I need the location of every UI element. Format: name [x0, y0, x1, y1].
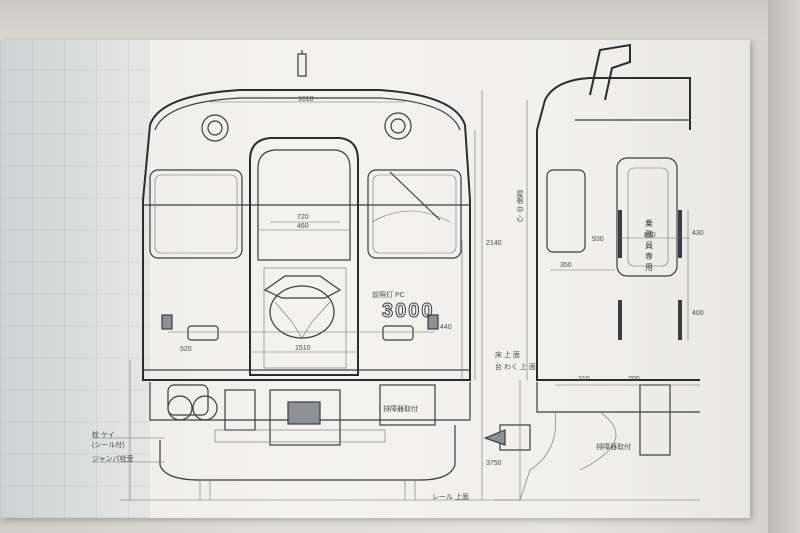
dim-height-right: 2140 — [486, 240, 502, 247]
coupler-hose-left — [167, 395, 193, 421]
dim-lamp-span: 520 — [180, 346, 192, 353]
dim-side-400: 400 — [692, 310, 704, 317]
side-body — [536, 99, 700, 381]
skirt-outline — [159, 425, 456, 481]
coupler — [269, 389, 341, 446]
dim-top-width: 1618 — [298, 96, 314, 103]
note-frame-level: 台 わく 上 面 — [495, 364, 536, 371]
side-underframe — [639, 384, 671, 456]
side-pantograph — [589, 43, 631, 101]
crew-label-char: 務 — [645, 230, 653, 239]
poster-grid-margin — [0, 40, 150, 518]
emblem-top — [263, 275, 342, 299]
dim-window-width2: 460 — [297, 223, 309, 230]
note-floor-level: 床 上 面 — [495, 352, 520, 359]
emblem-circle — [269, 285, 335, 339]
note-side-deflector: 排障器取付 — [596, 444, 631, 451]
crew-only-label: 乗 務 員 専 用 — [644, 218, 654, 273]
crew-label-char: 員 — [645, 241, 653, 250]
center-door — [249, 137, 359, 376]
crew-label-char: 専 — [645, 252, 653, 261]
note-rail-level: レール 上面 — [432, 494, 469, 501]
body-outline — [142, 124, 471, 381]
dim-side-700: 700 — [628, 376, 640, 383]
marker-light-left — [201, 114, 229, 142]
dim-lamp-span2: 440 — [440, 324, 452, 331]
dim-front-lower: 1510 — [295, 345, 311, 352]
car-number: 3000 — [382, 300, 435, 323]
note-obstacle-deflector: 排障器取付 — [383, 406, 418, 413]
note-jumper-small2: (シール付) — [92, 442, 125, 449]
train-front-drawing — [92, 43, 700, 501]
note-jumper-small: 栓 ケイ — [92, 432, 115, 439]
mark-label: 前照灯 PC — [372, 292, 405, 299]
side-wall — [768, 0, 800, 533]
dim-side-850: 850 — [644, 232, 656, 239]
dim-window-width: 720 — [297, 214, 309, 221]
note-jumper: ジャンパ栓受 — [92, 456, 134, 463]
side-window — [546, 169, 586, 253]
side-roof — [544, 77, 691, 130]
dim-side-930: 930 — [592, 236, 604, 243]
dim-side-350: 350 — [560, 262, 572, 269]
blueprint-poster: 3000 乗 務 員 専 用 1618 720 460 1510 520 440… — [0, 40, 750, 518]
note-roof-center: 屋根 中 心 — [516, 190, 523, 222]
right-window — [367, 169, 462, 259]
pantograph-mast — [297, 53, 307, 77]
dim-height-right2: 3750 — [486, 460, 502, 467]
ceiling — [0, 0, 800, 40]
roof-outline — [149, 89, 466, 126]
crew-label-char: 乗 — [645, 219, 653, 228]
left-window — [149, 169, 243, 259]
crew-label-char: 用 — [645, 263, 653, 272]
dim-side-430: 430 — [692, 230, 704, 237]
marker-light-right — [384, 112, 412, 140]
side-door — [616, 157, 678, 277]
tail-lamp-left — [187, 325, 219, 341]
tail-lamp-right — [382, 325, 414, 341]
door-window — [257, 149, 351, 261]
dim-side-210: 210 — [578, 376, 590, 383]
